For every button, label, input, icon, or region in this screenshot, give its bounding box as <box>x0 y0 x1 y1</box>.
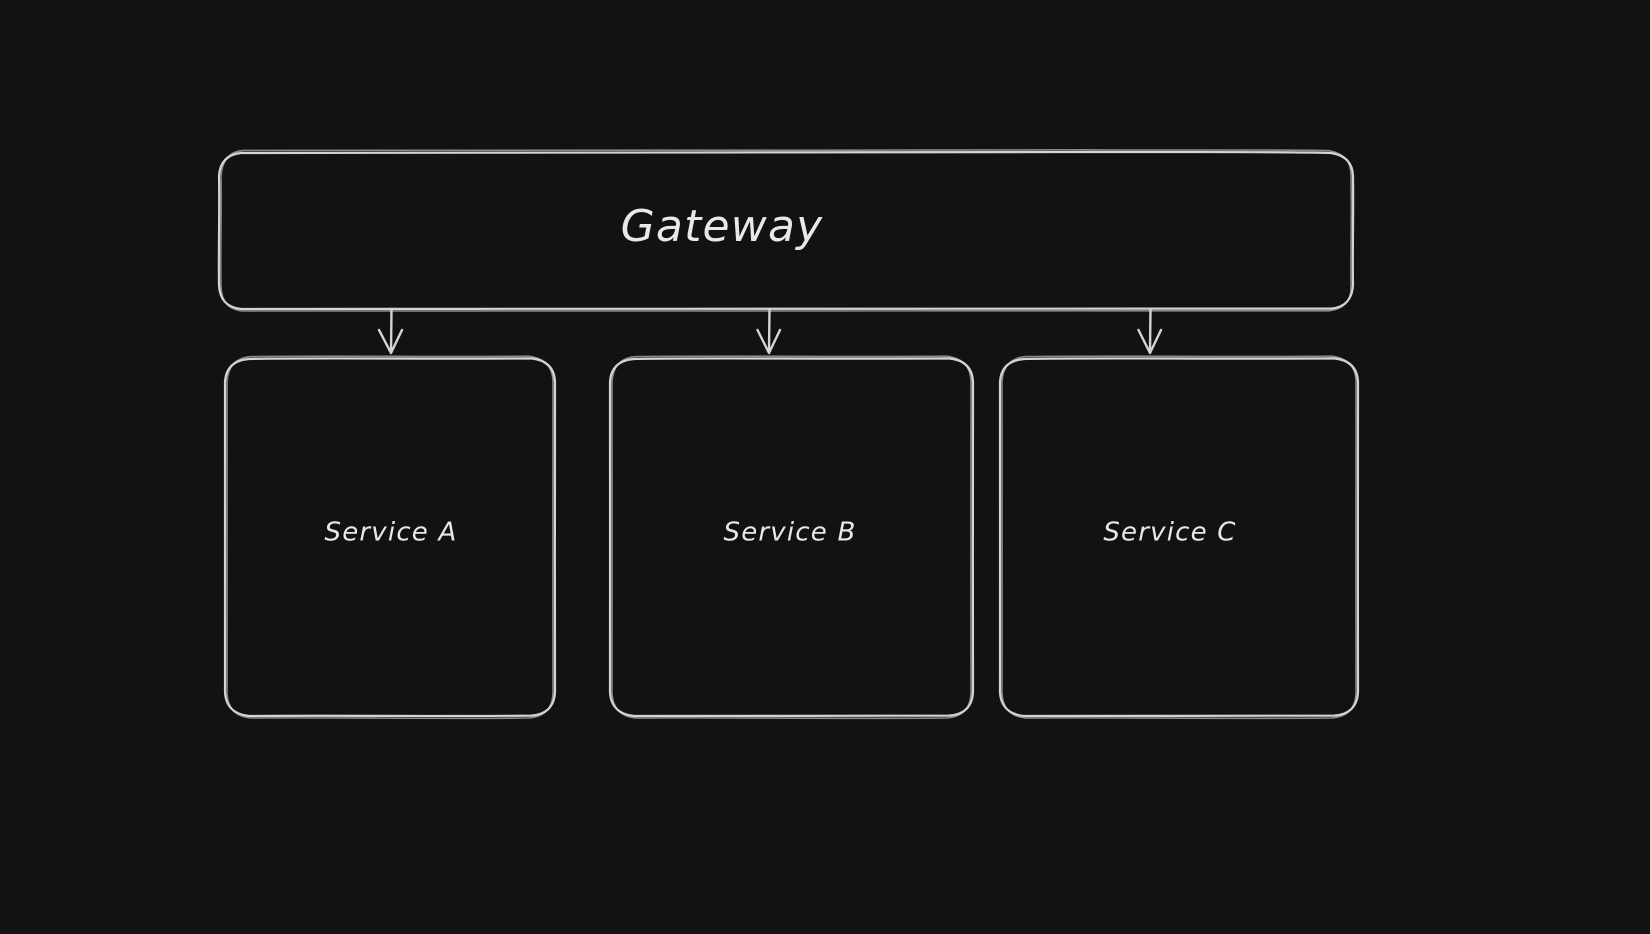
service-a-label: Service A <box>325 518 458 548</box>
edge-gateway-to-service-a[interactable] <box>377 307 404 355</box>
service-b-box-sketch-overlay <box>611 355 973 720</box>
edge-gateway-to-service-b[interactable] <box>756 307 782 355</box>
node-service-a[interactable]: Service A <box>223 355 557 720</box>
service-c-box-sketch-overlay <box>1001 355 1358 720</box>
edge-a-line <box>389 307 393 354</box>
service-c-box-outline <box>998 357 1360 718</box>
edge-a-arrowhead-icon <box>377 328 404 355</box>
node-service-b[interactable]: Service B <box>608 355 975 720</box>
service-c-label: Service C <box>1103 518 1236 548</box>
service-a-box-sketch-overlay <box>226 355 555 720</box>
service-b-label: Service B <box>724 518 857 548</box>
node-gateway[interactable]: Gateway <box>217 149 1355 313</box>
gateway-box-outline <box>217 150 1355 311</box>
edge-gateway-to-service-c[interactable] <box>1137 307 1163 355</box>
edge-b-line <box>767 307 771 354</box>
service-b-box-outline <box>608 357 975 718</box>
edge-c-line <box>1148 307 1152 354</box>
edge-b-arrowhead-icon <box>756 328 782 355</box>
node-service-c[interactable]: Service C <box>998 355 1360 720</box>
service-a-box-outline <box>223 357 557 718</box>
edge-c-arrowhead-icon <box>1137 328 1163 355</box>
gateway-box-sketch-overlay <box>220 149 1353 313</box>
gateway-label: Gateway <box>621 201 824 252</box>
